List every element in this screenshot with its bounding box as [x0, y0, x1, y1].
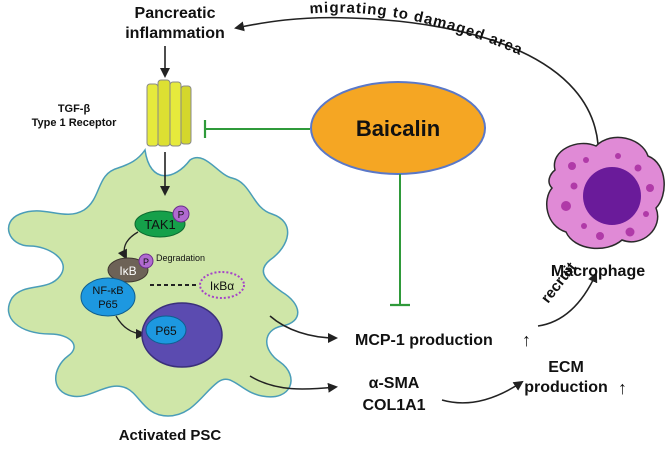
- col1a1-label: COL1A1: [362, 397, 425, 414]
- ikb-phospho-label: P: [143, 257, 149, 267]
- nfkb-label: NF-κB: [92, 285, 123, 297]
- ecm-label-line2: production: [524, 379, 608, 396]
- tak1-node: [134, 210, 186, 238]
- nfkb-p65-label: P65: [98, 299, 118, 311]
- baicalin-label: Baicalin: [356, 116, 440, 141]
- arrow-cell-to-mcp1: [269, 315, 338, 343]
- pancreatic-inflammation-line2: inflammation: [125, 25, 225, 42]
- tak1-phospho-label: P: [178, 210, 185, 221]
- activated-psc-label: Activated PSC: [119, 427, 222, 444]
- baicalin-node: [310, 81, 486, 175]
- macrophage-nucleus: [583, 167, 641, 225]
- arrow-cell-to-asma: [249, 375, 338, 393]
- ikb-phospho: [138, 253, 154, 269]
- ikb-label: IκB: [119, 264, 136, 278]
- macrophage-label: Macrophage: [551, 263, 645, 280]
- tak1-phospho: [172, 205, 190, 223]
- tgf-beta-receptor: [146, 79, 192, 147]
- nfkb-node: [80, 277, 136, 317]
- migrating-label: migrating to damaged area: [309, 0, 526, 59]
- asma-label: α-SMA: [369, 375, 420, 392]
- receptor-label-line1: TGF-β: [58, 103, 91, 115]
- macrophage-granules: [561, 153, 654, 240]
- receptor-label-line2: Type 1 Receptor: [32, 117, 117, 129]
- ikb-node: [107, 257, 149, 283]
- p65-in-nucleus: [145, 315, 187, 345]
- arrow-tak1-to-ikb: [117, 231, 139, 260]
- arrow-mcp1-recruit-macrophage: [537, 272, 598, 327]
- mcp1-up-arrow: ↑: [522, 330, 531, 350]
- arrow-migrating-to-damaged-area: [234, 16, 599, 145]
- tak1-label: TAK1: [144, 217, 176, 232]
- degraded-ikba-label: IκBα: [210, 279, 234, 293]
- degraded-ikba-node: [199, 271, 245, 299]
- pancreatic-inflammation-line1: Pancreatic: [135, 5, 216, 22]
- p65-in-nucleus-label: P65: [155, 324, 177, 338]
- mcp1-production-label: MCP-1 production: [355, 332, 493, 349]
- arrow-asma-to-ecm: [441, 380, 524, 404]
- ecm-label-line1: ECM: [548, 359, 584, 376]
- ecm-up-arrow: ↑: [618, 378, 627, 398]
- psc-cell-body: [7, 148, 299, 417]
- degradation-label: Degradation: [156, 253, 205, 263]
